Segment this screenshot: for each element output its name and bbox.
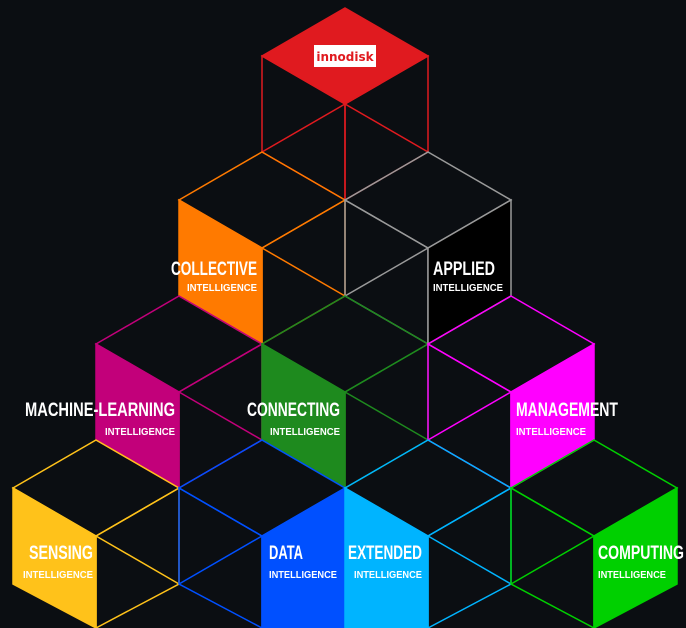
connecting-label: CONNECTING INTELLIGENCE — [247, 400, 340, 438]
top-cube: innodisk — [260, 7, 430, 202]
extended-cube — [343, 439, 513, 628]
computing-right-face — [593, 486, 678, 628]
management-title: MANAGEMENT — [516, 400, 618, 421]
collective-cube — [177, 151, 347, 346]
computing-title: COMPUTING — [598, 543, 684, 564]
machine-learning-label: MACHINE-LEARNING INTELLIGENCE — [25, 400, 175, 438]
machine-learning-subtitle: INTELLIGENCE — [105, 427, 175, 438]
sensing-title: SENSING — [29, 543, 93, 564]
applied-cube — [343, 151, 513, 346]
applied-title: APPLIED — [433, 259, 495, 280]
data-left-face — [178, 486, 263, 628]
collective-label: COLLECTIVE INTELLIGENCE — [171, 259, 257, 294]
extended-right-face — [427, 486, 512, 628]
applied-label: APPLIED INTELLIGENCE — [433, 259, 503, 294]
applied-subtitle: INTELLIGENCE — [433, 283, 503, 294]
sensing-left-face — [12, 486, 97, 628]
innodisk-logo-box — [314, 45, 376, 67]
extended-left-face — [344, 486, 429, 628]
data-right-face — [261, 486, 346, 628]
extended-label: EXTENDED INTELLIGENCE — [348, 543, 422, 581]
extended-title: EXTENDED — [348, 543, 422, 564]
sensing-subtitle: INTELLIGENCE — [23, 570, 93, 581]
machine-learning-title: MACHINE-LEARNING — [25, 400, 175, 421]
computing-left-face — [510, 486, 595, 628]
sensing-label: SENSING INTELLIGENCE — [23, 543, 93, 581]
collective-subtitle: INTELLIGENCE — [187, 283, 257, 294]
management-subtitle: INTELLIGENCE — [516, 427, 586, 438]
computing-label: COMPUTING INTELLIGENCE — [598, 543, 684, 581]
computing-subtitle: INTELLIGENCE — [598, 570, 666, 581]
connecting-title: CONNECTING — [247, 400, 340, 421]
data-subtitle: INTELLIGENCE — [269, 570, 337, 581]
data-title: DATA — [269, 543, 303, 564]
sensing-right-face — [95, 486, 180, 628]
collective-title: COLLECTIVE — [171, 259, 257, 280]
data-cube — [177, 439, 347, 628]
innodisk-logo-text: innodisk — [316, 50, 374, 64]
connecting-cube — [260, 295, 430, 490]
sensing-cube — [11, 439, 181, 628]
computing-cube — [509, 439, 679, 628]
extended-subtitle: INTELLIGENCE — [354, 570, 422, 581]
connecting-subtitle: INTELLIGENCE — [270, 427, 340, 438]
management-label: MANAGEMENT INTELLIGENCE — [516, 400, 618, 438]
data-label: DATA INTELLIGENCE — [269, 543, 337, 581]
